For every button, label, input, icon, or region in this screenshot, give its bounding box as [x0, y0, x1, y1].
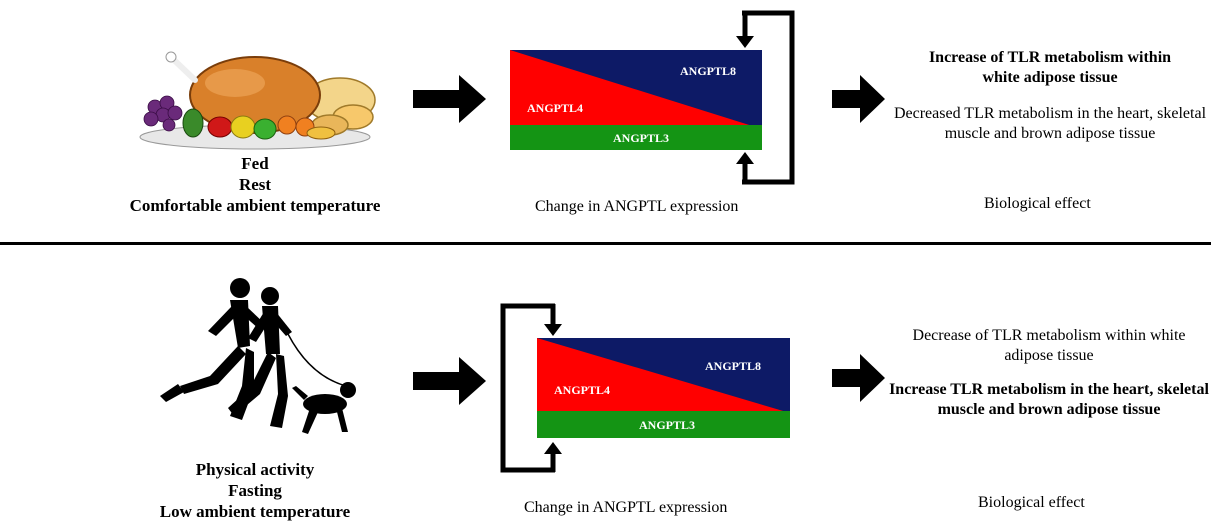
condition-item: Physical activity: [195, 460, 315, 479]
runners-with-dog-icon: [160, 278, 356, 434]
food-platter-icon: [139, 51, 376, 150]
right-arrow-icon: [413, 75, 486, 123]
effect-secondary: Decreased TLR metabolism in the heart, s…: [893, 105, 1207, 142]
condition-item: Comfortable ambient temperature: [129, 196, 381, 215]
angptl-expression-diagram: ANGPTL8 ANGPTL4 ANGPTL3: [510, 10, 795, 185]
angptl3-band: [537, 411, 790, 438]
condition-item: Rest: [238, 175, 272, 194]
condition-item: Low ambient temperature: [159, 502, 351, 521]
condition-list: Fed Rest Comfortable ambient temperature: [100, 153, 410, 216]
angptl4-region: [510, 50, 762, 129]
effect-primary: Decrease of TLR metabolism within white …: [912, 327, 1186, 364]
right-arrow-icon: [832, 75, 885, 123]
panel-active-state: Physical activity Fasting Low ambient te…: [0, 248, 1211, 521]
effect-primary: Increase of TLR metabolism within white …: [928, 49, 1172, 86]
angptl3-label: ANGPTL3: [639, 418, 695, 432]
biological-effect-text: Decrease of TLR metabolism within white …: [888, 326, 1210, 420]
condition-item: Fasting: [228, 481, 282, 500]
right-arrow-icon: [832, 354, 885, 402]
section-divider: [0, 242, 1211, 245]
angptl8-label: ANGPTL8: [680, 64, 736, 78]
angptl-expression-diagram: ANGPTL8 ANGPTL4 ANGPTL3: [500, 303, 790, 473]
condition-item: Fed: [241, 154, 269, 173]
condition-list: Physical activity Fasting Low ambient te…: [100, 459, 410, 522]
biological-effect-label: Biological effect: [978, 494, 1085, 511]
biological-effect-label: Biological effect: [984, 195, 1091, 212]
right-arrow-icon: [413, 357, 486, 405]
biological-effect-text: Increase of TLR metabolism within white …: [890, 48, 1210, 144]
panel-fed-state: Fed Rest Comfortable ambient temperature…: [0, 0, 1211, 242]
angptl8-label: ANGPTL8: [705, 359, 761, 373]
expression-caption: Change in ANGPTL expression: [535, 198, 739, 215]
angptl4-region: [537, 338, 790, 413]
angptl4-label: ANGPTL4: [527, 101, 583, 115]
angptl3-band: [510, 125, 762, 150]
expression-caption: Change in ANGPTL expression: [524, 499, 728, 516]
effect-secondary: Increase TLR metabolism in the heart, sk…: [889, 381, 1209, 418]
angptl3-label: ANGPTL3: [613, 131, 669, 145]
angptl4-label: ANGPTL4: [554, 383, 610, 397]
